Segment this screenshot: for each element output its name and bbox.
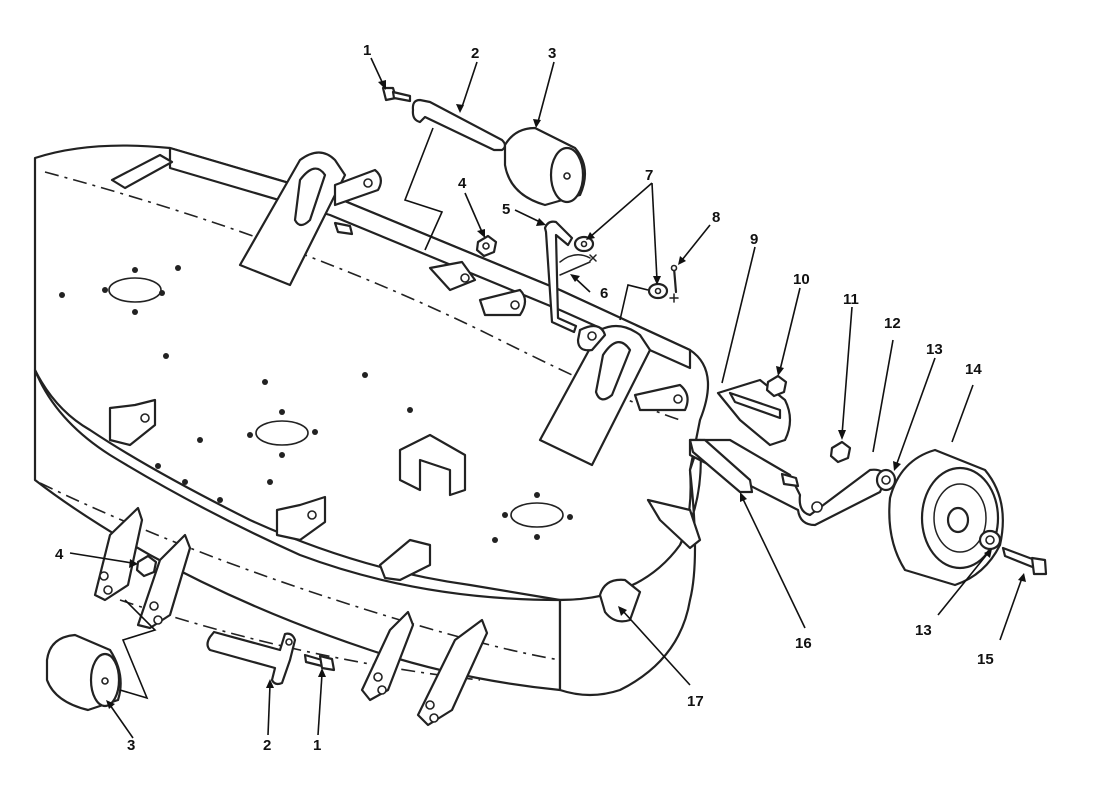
callout-1-top: 1 <box>363 42 371 59</box>
callout-8: 8 <box>712 209 720 226</box>
callout-17: 17 <box>687 693 704 710</box>
callout-9: 9 <box>750 231 758 248</box>
callout-12: 12 <box>884 315 901 332</box>
callout-13-lower: 13 <box>915 622 932 639</box>
leader-lines <box>69 57 1026 739</box>
callout-3-top: 3 <box>548 45 556 62</box>
callout-labels: 1 2 3 4 5 6 7 8 9 10 11 12 13 14 4 13 15… <box>55 42 994 754</box>
callout-1-lower: 1 <box>313 737 321 754</box>
nut-arm <box>829 440 852 464</box>
callout-3-lower: 3 <box>127 737 135 754</box>
callout-15: 15 <box>977 651 994 668</box>
roller-upper <box>503 126 587 207</box>
callout-4-upper: 4 <box>458 175 467 192</box>
callout-5: 5 <box>502 201 510 218</box>
nut-upper <box>475 234 498 258</box>
bumper <box>598 578 642 623</box>
wheel-bracket <box>716 378 792 447</box>
callout-6: 6 <box>600 285 608 302</box>
wheel <box>888 448 1004 587</box>
callout-10: 10 <box>793 271 810 288</box>
caster-arm <box>688 438 887 527</box>
callout-2-lower: 2 <box>263 737 271 754</box>
washer-a <box>573 235 595 253</box>
bolt-upper <box>381 86 412 103</box>
callout-13-upper: 13 <box>926 341 943 358</box>
cotter-pin <box>669 264 679 303</box>
callout-14: 14 <box>965 361 982 378</box>
callout-16: 16 <box>795 635 812 652</box>
callout-4-lower: 4 <box>55 546 64 563</box>
front-bracket-left-2 <box>136 533 192 630</box>
bolt-lower <box>303 653 336 672</box>
nut-bracket <box>765 374 788 398</box>
spacer-upper <box>875 468 897 492</box>
callout-2-top: 2 <box>471 45 479 62</box>
front-bracket-mid <box>360 610 415 702</box>
washer-b <box>647 282 669 300</box>
front-bracket-left <box>93 506 144 602</box>
callout-11: 11 <box>843 291 859 308</box>
callout-7: 7 <box>645 167 653 184</box>
front-bracket-right <box>416 618 489 727</box>
rear-arm-left <box>238 151 527 317</box>
rear-arm-right <box>538 324 689 467</box>
roller-lower <box>45 633 122 712</box>
lift-pin <box>543 220 597 334</box>
wheel-bolt <box>1001 546 1048 576</box>
deflector-plate <box>688 438 754 494</box>
nut-lower <box>135 554 158 578</box>
axle-lower <box>206 630 297 686</box>
spacer-lower <box>978 529 1002 551</box>
